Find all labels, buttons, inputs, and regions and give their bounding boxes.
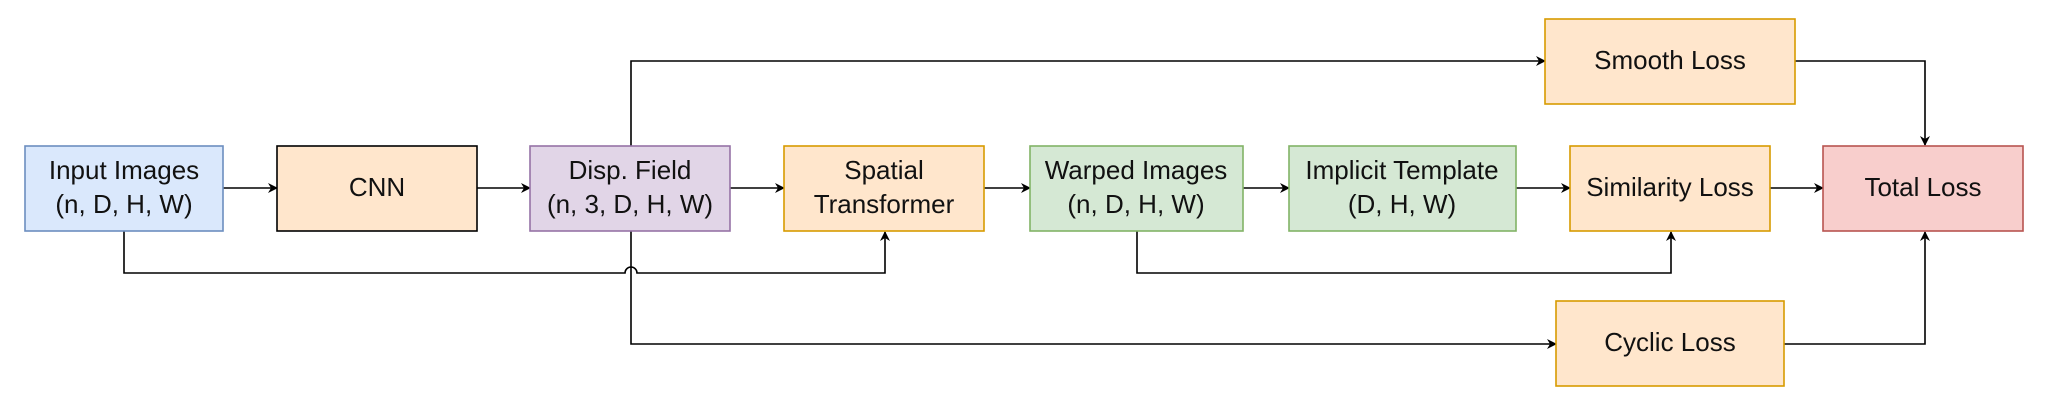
node-warped-images: Warped Images (n, D, H, W) [1029,145,1244,232]
svg-text:CNN: CNN [349,172,405,202]
svg-text:(n, 3, D, H, W): (n, 3, D, H, W) [547,189,713,219]
svg-text:Similarity Loss: Similarity Loss [1586,172,1754,202]
edge-disp-field-to-smooth-loss [630,56,1546,146]
edge-cyclic-loss-to-total [1784,231,1930,345]
node-disp-field: Disp. Field (n, 3, D, H, W) [529,145,731,232]
node-cyclic-loss: Cyclic Loss [1555,300,1785,387]
node-input-images: Input Images (n, D, H, W) [24,145,224,232]
svg-text:Cyclic Loss: Cyclic Loss [1604,327,1735,357]
edge-disp-field-to-cyclic-loss [630,231,1557,349]
svg-text:(D, H, W): (D, H, W) [1348,189,1456,219]
svg-text:(n, D, H, W): (n, D, H, W) [1067,189,1204,219]
svg-text:Input Images: Input Images [49,155,199,185]
node-implicit-template: Implicit Template (D, H, W) [1288,145,1517,232]
svg-text:Spatial: Spatial [844,155,924,185]
node-similarity-loss: Similarity Loss [1569,145,1771,232]
svg-text:Smooth Loss: Smooth Loss [1594,45,1746,75]
node-spatial-transformer: Spatial Transformer [783,145,985,232]
svg-text:Implicit Template: Implicit Template [1305,155,1498,185]
svg-text:Disp. Field: Disp. Field [569,155,692,185]
svg-text:(n, D, H, W): (n, D, H, W) [55,189,192,219]
edge-warped-to-similarity [1136,231,1676,274]
svg-text:Warped Images: Warped Images [1045,155,1228,185]
node-cnn: CNN [276,145,478,232]
svg-text:Transformer: Transformer [814,189,955,219]
svg-text:Total Loss: Total Loss [1864,172,1981,202]
node-total-loss: Total Loss [1822,145,2024,232]
edge-smooth-loss-to-total [1795,60,1930,146]
edge-input-to-spatial-transformer [123,231,890,274]
node-smooth-loss: Smooth Loss [1544,18,1796,105]
